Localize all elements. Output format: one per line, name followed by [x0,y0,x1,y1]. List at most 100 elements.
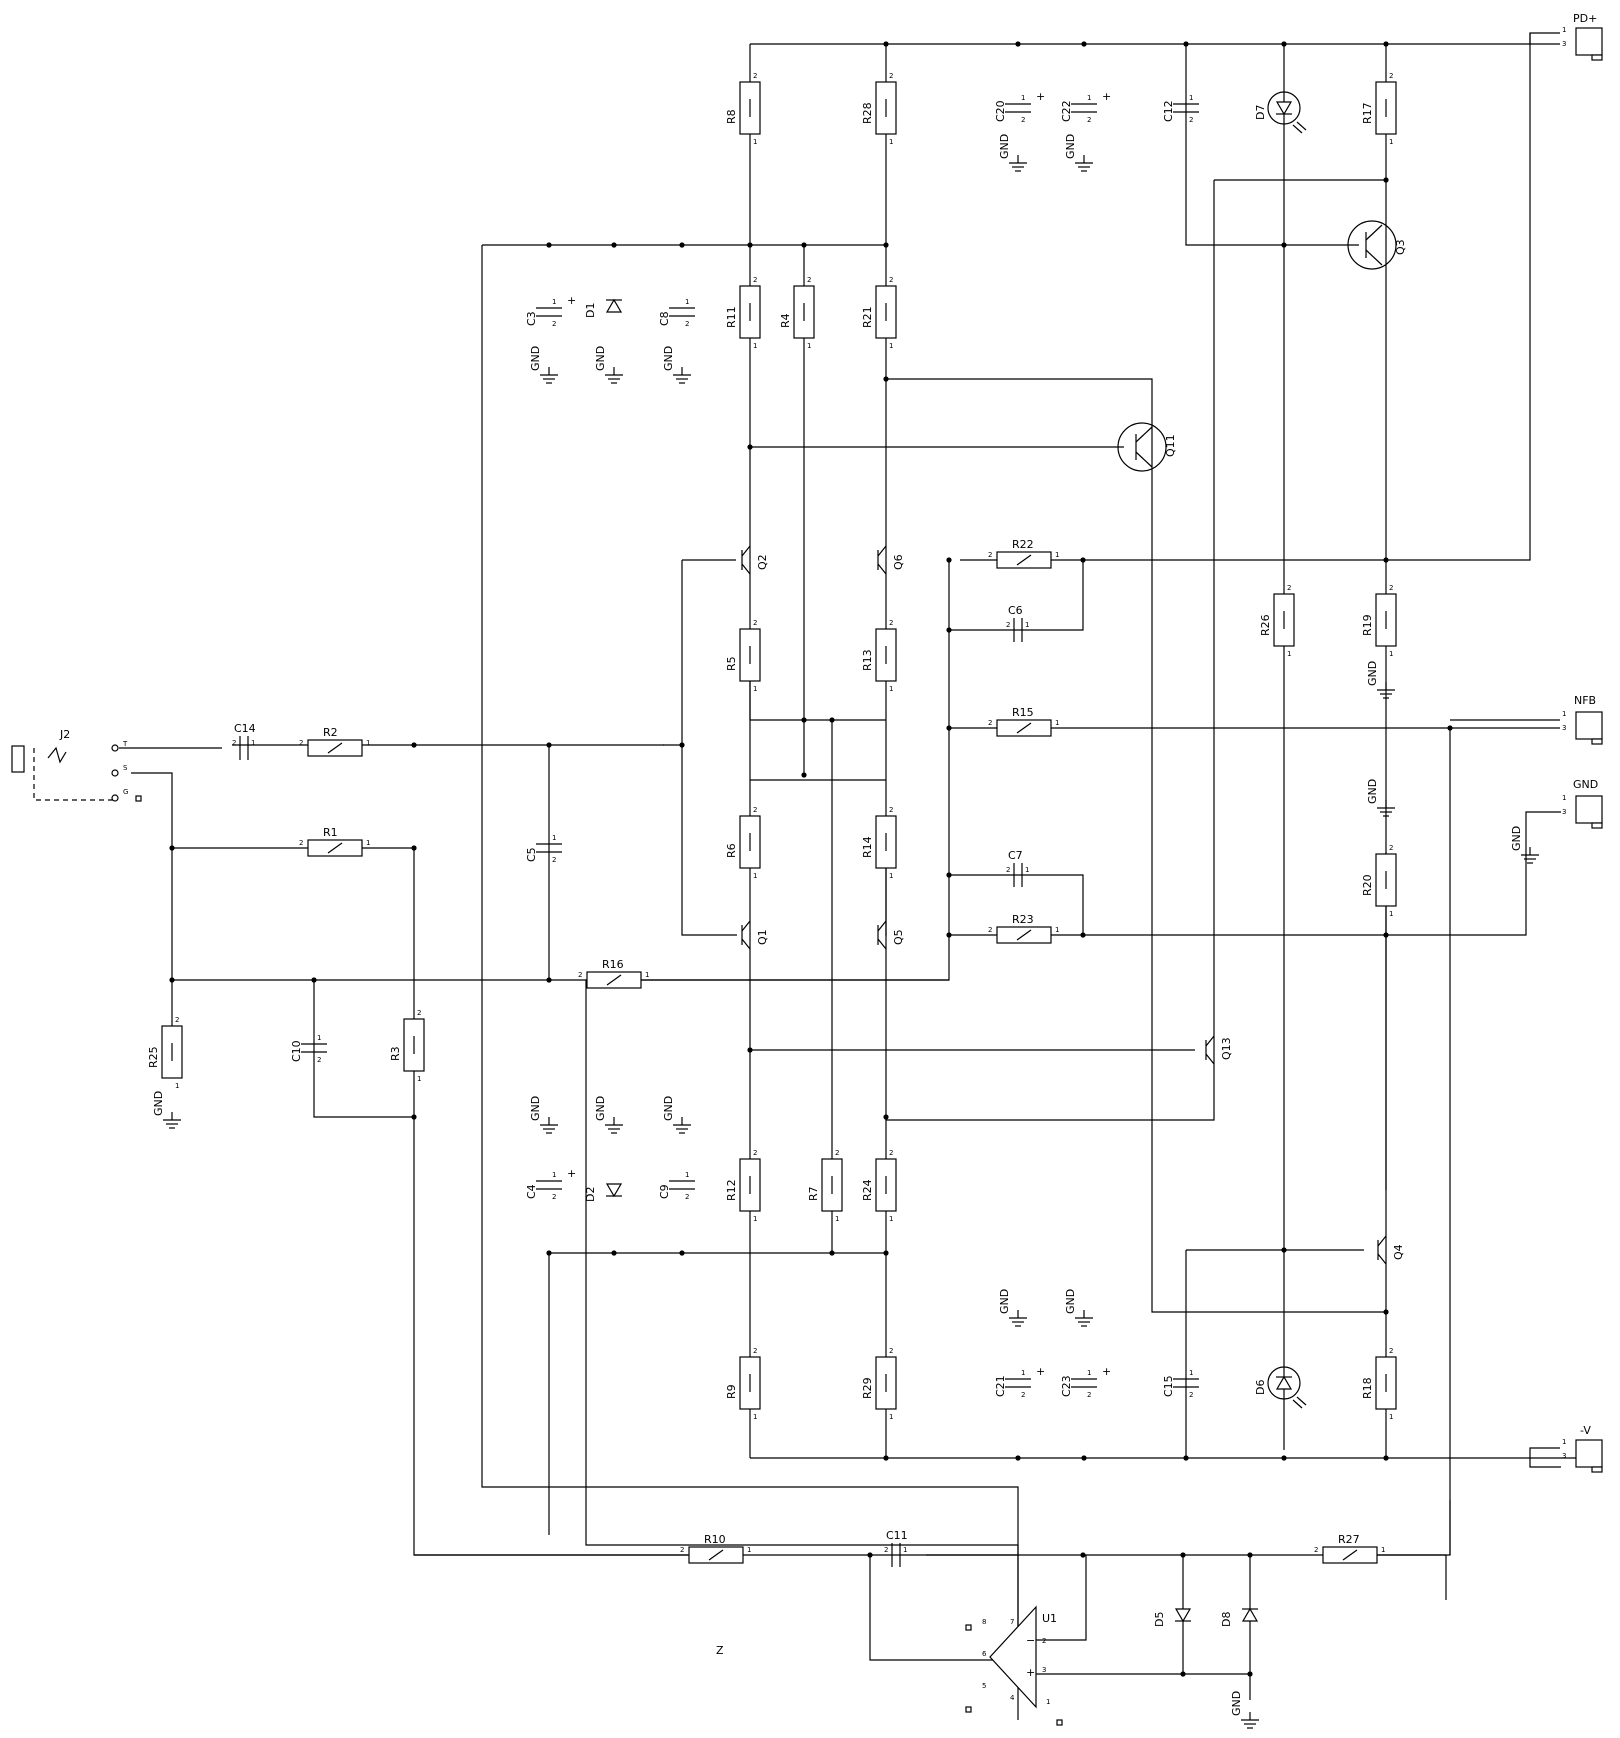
diode-d1[interactable]: D1 [584,298,623,318]
svg-text:2: 2 [889,1149,893,1157]
svg-text:R23: R23 [1012,913,1034,926]
connector-gnd[interactable]: GND 1 3 [1562,778,1603,829]
transistor-q4[interactable]: Q4 [1377,1235,1405,1265]
connector-nfb[interactable]: NFB 1 3 [1562,694,1603,745]
diode-d8[interactable]: D8 [1220,1607,1259,1627]
svg-text:1: 1 [889,342,893,350]
svg-text:1: 1 [753,1215,757,1223]
ground-symbol: GND [1064,134,1093,172]
svg-text:GND: GND [662,1096,675,1121]
svg-text:R29: R29 [861,1377,874,1399]
svg-text:1: 1 [1055,926,1059,934]
input-jack-j2[interactable]: J2 T S G [11,728,142,802]
svg-text:C22: C22 [1060,100,1073,122]
svg-text:D1: D1 [584,303,597,318]
connector-pd-plus[interactable]: PD+ 1 3 [1562,12,1603,61]
svg-text:R12: R12 [725,1179,738,1201]
svg-text:G: G [123,788,128,796]
transistor-q2[interactable]: Q2 [741,545,769,575]
transistor-q6[interactable]: Q6 [877,545,905,575]
opamp-u1[interactable]: U1 − + 8 6 5 7 2 3 4 1 [965,1605,1063,1726]
svg-text:8: 8 [982,1618,986,1626]
transistor-q11[interactable]: Q11 [1117,422,1177,472]
transistor-q1[interactable]: Q1 [741,920,769,950]
svg-text:2: 2 [317,1056,321,1064]
ground-symbol: GND [662,1096,691,1134]
svg-text:1: 1 [1055,719,1059,727]
svg-text:2: 2 [578,971,582,979]
ground-symbol: GND [594,1096,623,1134]
ground-symbol: GND [529,346,558,384]
transistor-q13[interactable]: Q13 [1205,1035,1233,1065]
svg-text:1: 1 [1562,710,1566,718]
svg-text:2: 2 [1021,116,1025,124]
diode-d7[interactable]: D7 [1254,91,1307,134]
svg-text:R7: R7 [807,1186,820,1201]
svg-text:2: 2 [884,1546,888,1554]
svg-text:+: + [567,294,576,307]
transistor-q3[interactable]: Q3 [1347,220,1407,270]
svg-text:+: + [1036,90,1045,103]
svg-text:3: 3 [1562,808,1566,816]
diode-d5[interactable]: D5 [1153,1608,1192,1627]
diode-d6[interactable]: D6 [1254,1366,1307,1409]
svg-text:R18: R18 [1361,1377,1374,1399]
svg-text:1: 1 [1025,621,1029,629]
diode-d2[interactable]: D2 [584,1183,623,1202]
transistor-q5[interactable]: Q5 [877,920,905,950]
connector-minus-v[interactable]: -V 1 3 [1562,1424,1603,1473]
svg-text:2: 2 [1389,72,1393,80]
svg-text:2: 2 [175,1016,179,1024]
svg-text:1: 1 [1025,866,1029,874]
svg-text:5: 5 [982,1682,986,1690]
jack-ref-label: J2 [59,728,70,741]
svg-text:1: 1 [1287,650,1291,658]
svg-text:2: 2 [889,276,893,284]
